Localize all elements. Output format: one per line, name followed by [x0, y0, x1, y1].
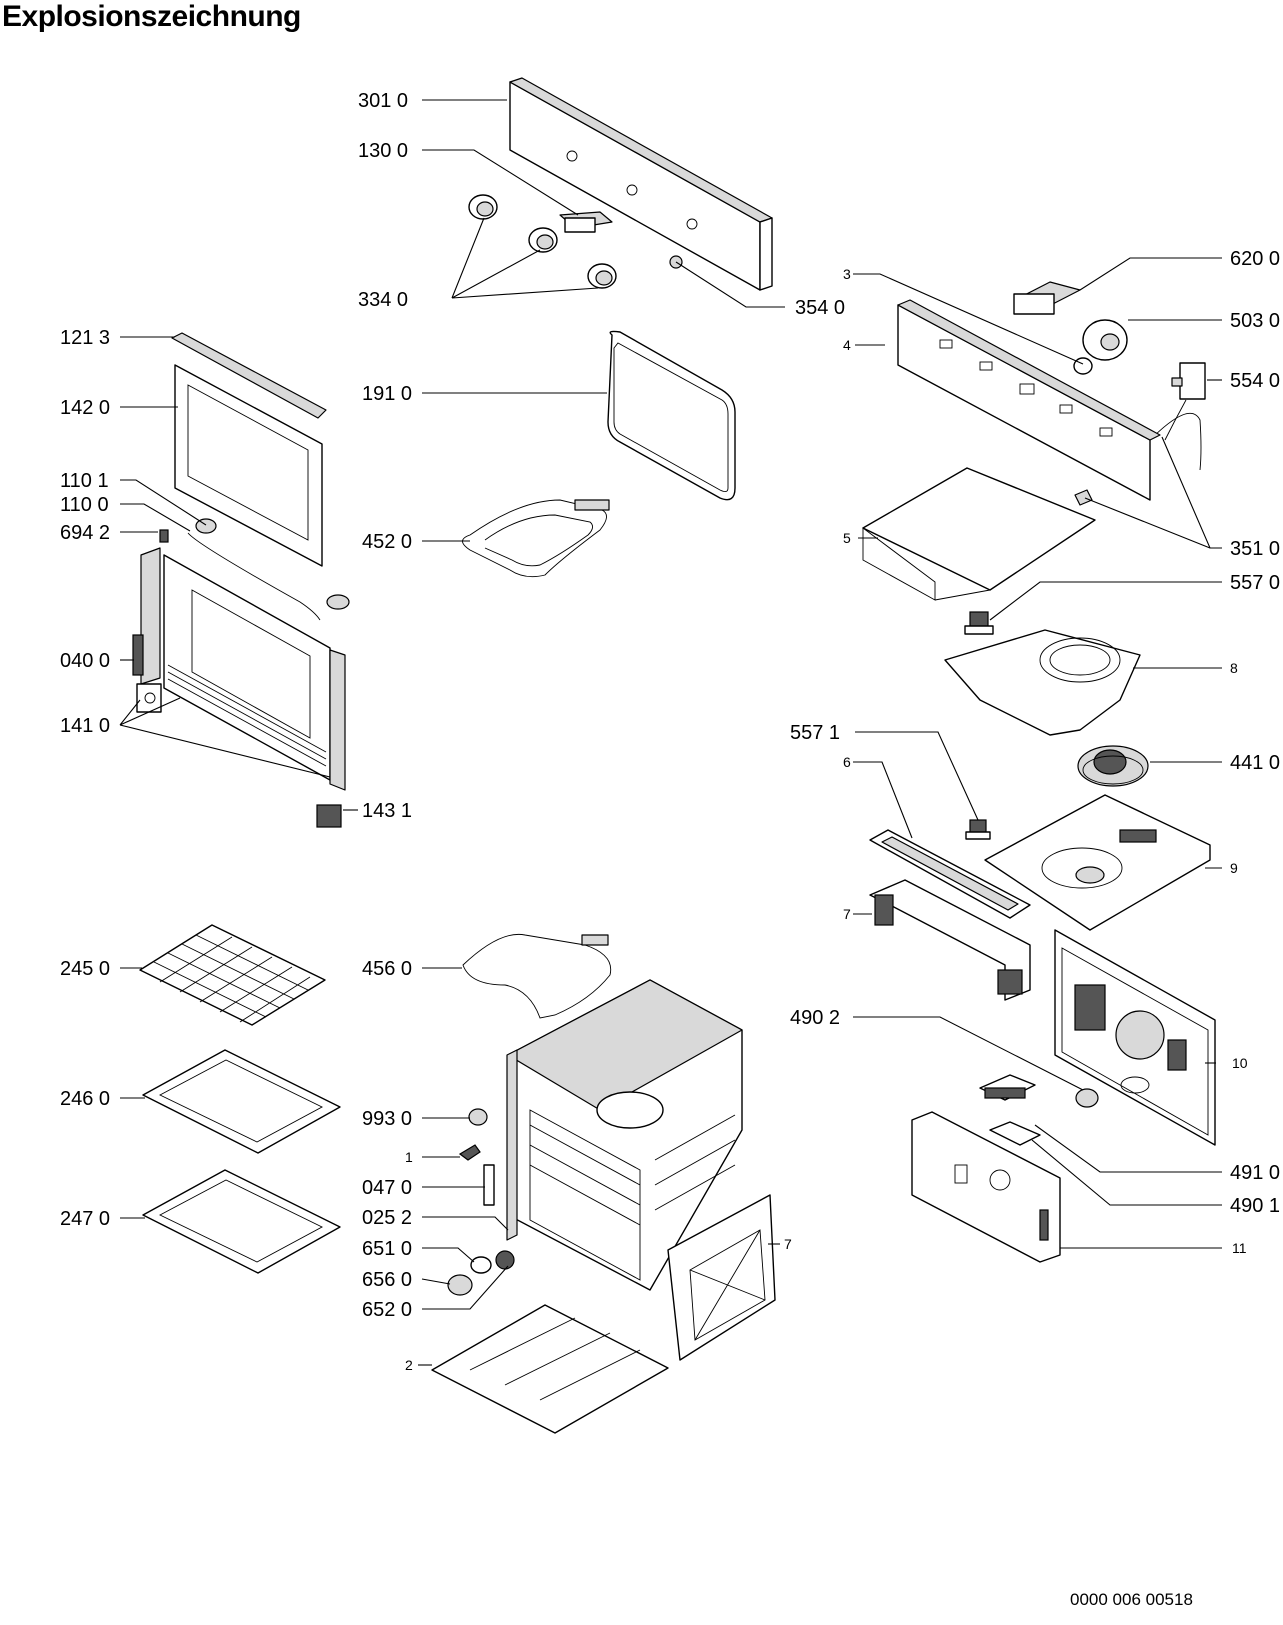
callout-110-0: 110 0: [60, 494, 109, 516]
callout-441-0: 441 0: [1230, 752, 1280, 774]
callout-334-0: 334 0: [358, 289, 408, 311]
callout-490-1: 490 1: [1230, 1195, 1280, 1217]
back-cover: [911, 1111, 1061, 1263]
callout-554-0: 554 0: [1230, 370, 1280, 392]
cover-strip: [869, 829, 1031, 919]
inner-door-glass: [174, 364, 323, 567]
small-oven-parts: [447, 1108, 515, 1296]
control-knobs: [468, 194, 617, 289]
deep-tray: [142, 1169, 341, 1274]
callout-456-0: 456 0: [362, 958, 412, 980]
callout-10: 10: [1232, 1055, 1248, 1071]
bottom-plate: [431, 1304, 669, 1434]
callout-620-0: 620 0: [1230, 248, 1280, 270]
callout-7-upper: 7: [843, 906, 851, 922]
fan-cover-plate: [984, 794, 1211, 931]
back-wall-panel: [1054, 929, 1216, 1146]
side-bracket-upper: [869, 879, 1031, 1001]
callout-8: 8: [1230, 660, 1238, 676]
callout-141-0: 141 0: [60, 715, 110, 737]
callout-7-lower: 7: [784, 1236, 792, 1252]
bottom-heating-element: [462, 933, 612, 1019]
callout-245-0: 245 0: [60, 958, 110, 980]
callout-6: 6: [843, 754, 851, 770]
callout-4: 4: [843, 337, 851, 353]
grill-rack: [139, 924, 326, 1026]
thermostat-557-0: [964, 611, 994, 635]
top-heating-element: [462, 499, 610, 578]
baking-tray: [142, 1049, 341, 1154]
callout-labels: 301 0 130 0 334 0 354 0 121 3 142 0 191 …: [60, 90, 1280, 1373]
callout-490-2: 490 2: [790, 1007, 840, 1029]
callout-351-0: 351 0: [1230, 538, 1280, 560]
callout-503-0: 503 0: [1230, 310, 1280, 332]
control-panel-frame: [897, 299, 1161, 506]
callout-9: 9: [1230, 860, 1238, 876]
oven-cavity: [506, 979, 743, 1291]
callout-121-3: 121 3: [60, 327, 110, 349]
terminal-blocks: [979, 1074, 1099, 1146]
callout-040-0: 040 0: [60, 650, 110, 672]
fan-motor: [1077, 745, 1149, 787]
callout-452-0: 452 0: [362, 531, 412, 553]
callout-2: 2: [405, 1357, 413, 1373]
document-number: 0000 006 00518: [1070, 1590, 1193, 1609]
callout-354-0: 354 0: [795, 297, 845, 319]
fan-housing: [944, 629, 1141, 736]
callout-047-0: 047 0: [362, 1177, 412, 1199]
callout-1: 1: [405, 1149, 413, 1165]
door-small-parts: [159, 518, 350, 621]
thermostat-557-1: [965, 819, 991, 840]
callout-130-0: 130 0: [358, 140, 408, 162]
callout-11: 11: [1232, 1240, 1247, 1256]
oven-gasket: [607, 330, 736, 501]
top-cover-plate: [862, 467, 1096, 601]
callout-491-0: 491 0: [1230, 1162, 1280, 1184]
callout-5: 5: [843, 530, 851, 546]
callout-246-0: 246 0: [60, 1088, 110, 1110]
callout-247-0: 247 0: [60, 1208, 110, 1230]
outer-door: [132, 547, 346, 828]
callout-557-0: 557 0: [1230, 572, 1280, 594]
callout-110-1: 110 1: [60, 470, 109, 492]
door-top-trim: [171, 332, 327, 419]
callout-3: 3: [843, 266, 851, 282]
callout-143-1: 143 1: [362, 800, 412, 822]
switch-part: [559, 211, 613, 233]
right-upper-parts: [1013, 281, 1206, 471]
callout-694-2: 694 2: [60, 522, 110, 544]
callout-025-2: 025 2: [362, 1207, 412, 1229]
callout-557-1: 557 1: [790, 722, 840, 744]
leader-lines: [119, 99, 1222, 1366]
callout-142-0: 142 0: [60, 397, 110, 419]
callout-301-0: 301 0: [358, 90, 408, 112]
page-title: Explosionszeichnung: [2, 0, 301, 33]
control-panel-fascia: [509, 77, 773, 291]
callout-656-0: 656 0: [362, 1269, 412, 1291]
side-bracket-lower: [667, 1194, 776, 1361]
callout-993-0: 993 0: [362, 1108, 412, 1130]
callout-651-0: 651 0: [362, 1238, 412, 1260]
callout-652-0: 652 0: [362, 1299, 412, 1321]
callout-191-0: 191 0: [362, 383, 412, 405]
